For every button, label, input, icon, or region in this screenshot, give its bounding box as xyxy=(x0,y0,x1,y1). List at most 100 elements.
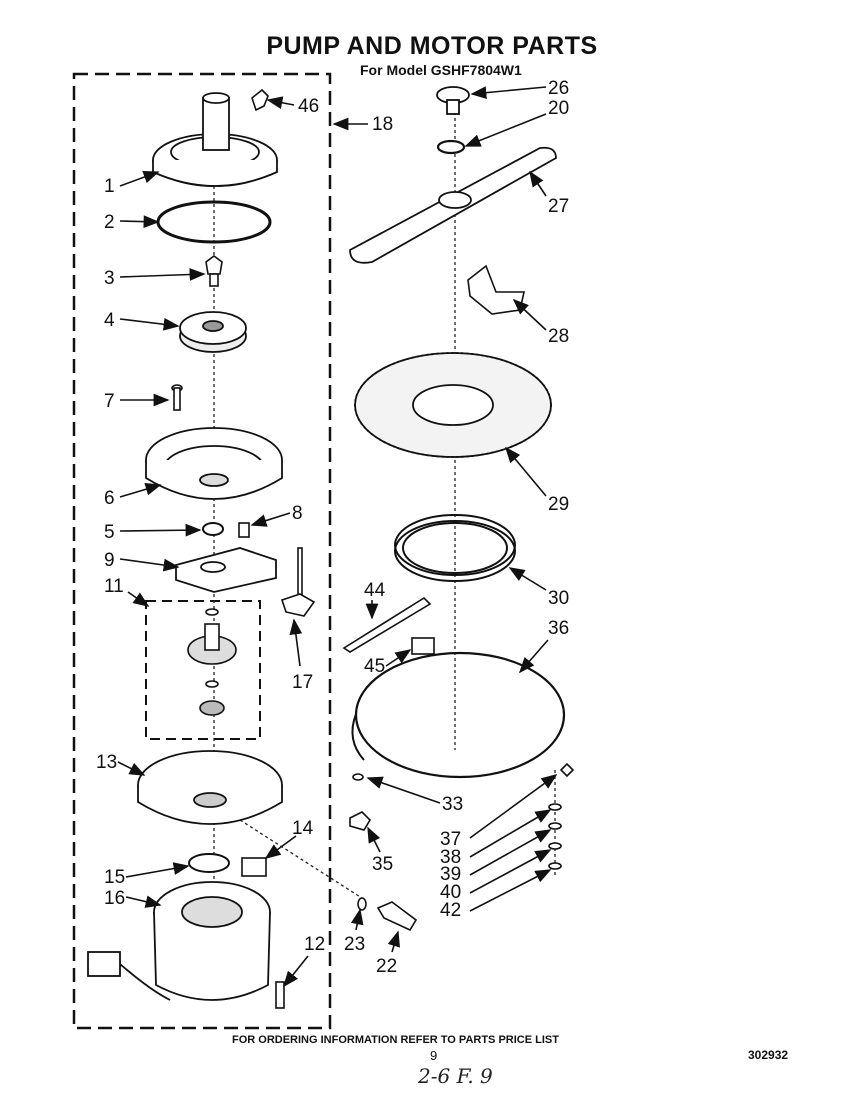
small-washer-part xyxy=(352,773,364,781)
callout-leader-14 xyxy=(264,835,297,859)
callout-leader-6 xyxy=(119,483,162,498)
callout-3: 3 xyxy=(104,268,206,289)
callout-42: 42 xyxy=(440,869,552,921)
callout-39: 39 xyxy=(440,829,552,885)
sensor-part xyxy=(280,547,316,617)
callout-leader-13 xyxy=(117,761,146,776)
callout-label-16: 16 xyxy=(104,888,125,909)
motor-screw-part xyxy=(275,981,285,1009)
gasket-plate-part xyxy=(175,547,277,593)
callout-label-27: 27 xyxy=(548,196,569,217)
callout-36: 36 xyxy=(518,618,569,674)
callout-22: 22 xyxy=(376,930,400,977)
callout-label-3: 3 xyxy=(104,268,115,289)
callout-leader-45 xyxy=(385,649,412,667)
pump-housing-cover xyxy=(152,92,278,187)
callout-leader-1 xyxy=(119,170,160,187)
callout-30: 30 xyxy=(508,567,569,609)
callout-leader-17 xyxy=(289,618,303,667)
callout-label-20: 20 xyxy=(548,98,569,119)
callout-label-36: 36 xyxy=(548,618,569,639)
callout-20: 20 xyxy=(464,98,569,147)
callout-8: 8 xyxy=(250,503,303,527)
spray-arm-washer-part xyxy=(436,139,466,155)
callout-37: 37 xyxy=(440,774,558,850)
callout-label-12: 12 xyxy=(304,934,325,955)
callout-leader-38 xyxy=(469,809,552,858)
callout-7: 7 xyxy=(104,391,170,412)
callout-label-22: 22 xyxy=(376,956,397,977)
callout-leader-40 xyxy=(469,849,552,894)
callout-label-45: 45 xyxy=(364,656,385,677)
callout-label-46: 46 xyxy=(298,96,319,117)
callout-leader-5 xyxy=(119,523,202,537)
callout-18: 18 xyxy=(332,114,393,135)
callout-9: 9 xyxy=(104,550,180,572)
callout-label-23: 23 xyxy=(344,934,365,955)
callout-11: 11 xyxy=(104,576,150,607)
block-part xyxy=(241,857,267,877)
callout-33: 33 xyxy=(366,776,463,815)
callout-leader-11 xyxy=(127,591,150,607)
callout-28: 28 xyxy=(512,298,569,347)
callout-leader-16 xyxy=(125,895,162,908)
document-number: 302932 xyxy=(748,1048,789,1062)
callout-35: 35 xyxy=(367,826,393,875)
callout-label-11: 11 xyxy=(104,576,124,597)
callout-16: 16 xyxy=(104,888,162,909)
callout-label-7: 7 xyxy=(104,391,115,412)
callout-label-6: 6 xyxy=(104,488,115,509)
callout-27: 27 xyxy=(529,170,569,217)
callout-leader-35 xyxy=(367,826,381,853)
callout-12: 12 xyxy=(283,934,325,988)
washer-part xyxy=(202,522,224,536)
probe-part xyxy=(342,596,432,653)
callout-leader-12 xyxy=(283,955,309,988)
callout-label-29: 29 xyxy=(548,494,569,515)
screw-part xyxy=(171,384,183,411)
callout-label-44: 44 xyxy=(364,580,386,601)
callout-label-18: 18 xyxy=(372,114,393,135)
filter-ring-part xyxy=(394,514,516,582)
callout-2: 2 xyxy=(104,212,160,233)
callout-leader-3 xyxy=(119,268,206,281)
lower-housing-part xyxy=(137,750,283,825)
callout-leader-8 xyxy=(250,512,291,527)
impeller-disc-part xyxy=(179,311,247,353)
callout-14: 14 xyxy=(264,818,314,859)
callout-29: 29 xyxy=(504,446,569,515)
callout-leader-30 xyxy=(508,567,547,591)
callout-leader-27 xyxy=(529,170,547,197)
callout-6: 6 xyxy=(104,483,162,509)
callout-label-35: 35 xyxy=(372,854,393,875)
callout-38: 38 xyxy=(440,809,552,868)
callout-label-14: 14 xyxy=(292,818,314,839)
callout-label-37: 37 xyxy=(440,829,461,850)
spray-arm-part xyxy=(349,146,557,264)
handwritten-note: 2-6 F. 9 xyxy=(418,1064,493,1088)
filter-screen-part xyxy=(354,352,552,458)
callout-label-38: 38 xyxy=(440,847,461,868)
page-title: PUMP AND MOTOR PARTS xyxy=(266,32,598,60)
callout-leader-36 xyxy=(518,639,549,674)
callout-44: 44 xyxy=(364,580,386,620)
callout-label-9: 9 xyxy=(104,550,115,571)
callout-1: 1 xyxy=(104,170,160,197)
page-number: 9 xyxy=(430,1048,438,1063)
callout-15: 15 xyxy=(104,862,190,888)
callout-label-26: 26 xyxy=(548,78,569,99)
callout-leader-2 xyxy=(119,215,160,229)
callout-40: 40 xyxy=(440,849,552,903)
callout-label-28: 28 xyxy=(548,326,569,347)
nut-washer-stack xyxy=(548,762,575,870)
clip-part xyxy=(251,88,269,112)
callout-label-13: 13 xyxy=(96,752,117,773)
ordering-info-footer: FOR ORDERING INFORMATION REFER TO PARTS … xyxy=(232,1034,559,1046)
pump-housing-part xyxy=(145,427,283,500)
spray-arm-cap-part xyxy=(436,86,470,115)
callout-leader-29 xyxy=(504,446,547,497)
wire-end-part xyxy=(351,713,365,761)
